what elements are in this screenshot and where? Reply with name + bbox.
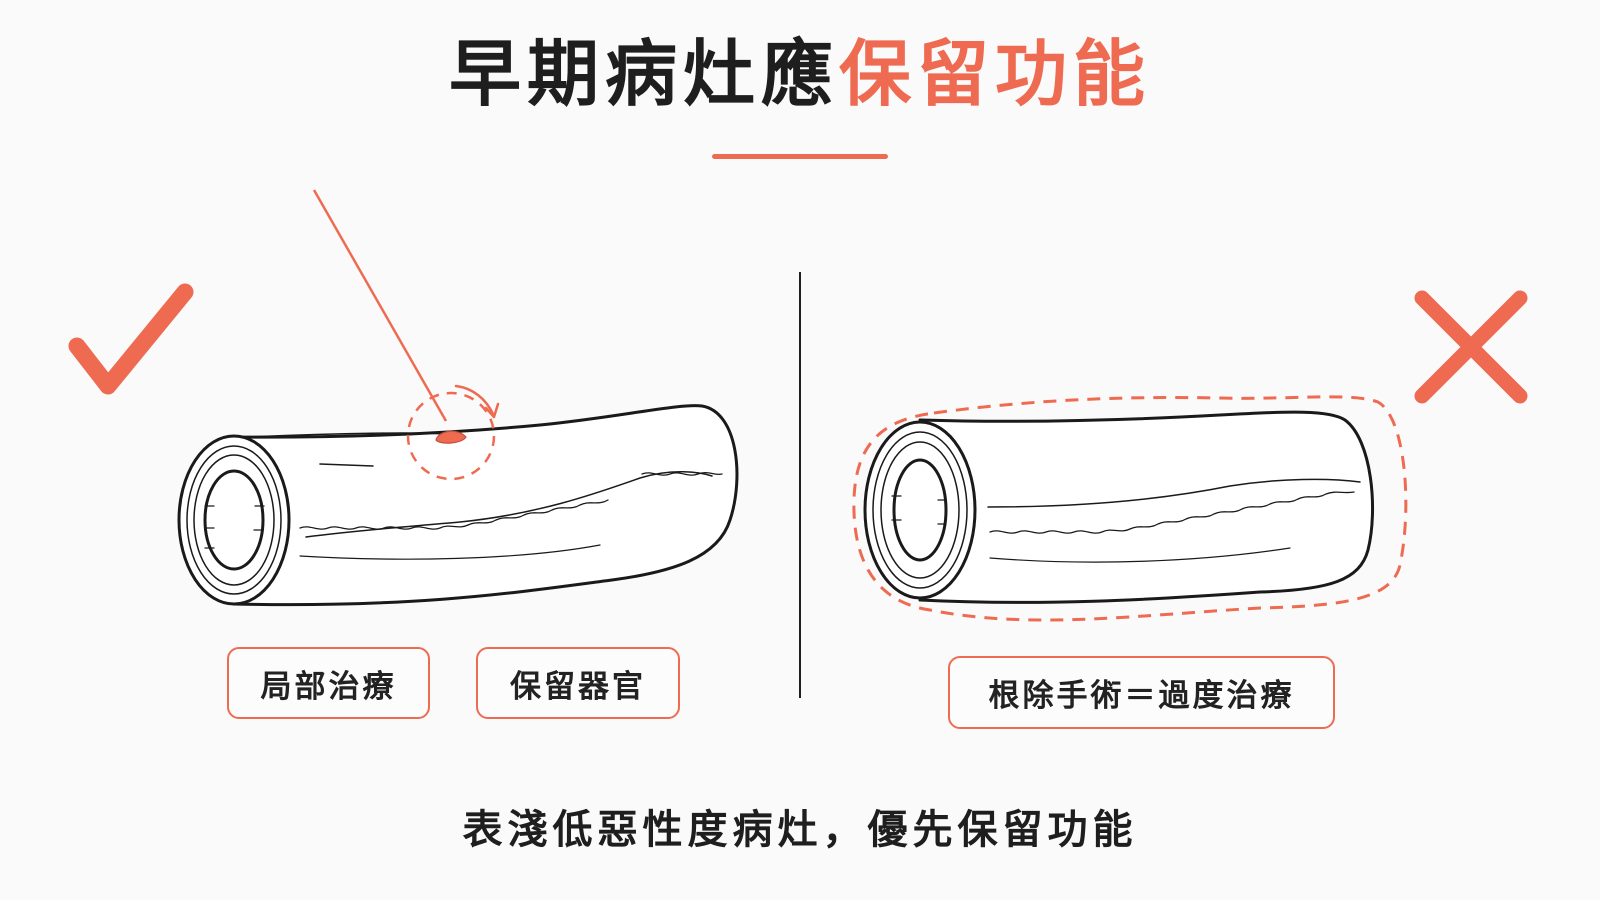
title-highlight: 保留功能	[839, 32, 1152, 116]
lesion-marker	[406, 384, 500, 481]
pointer-line	[312, 189, 448, 422]
title-underline	[712, 154, 888, 159]
left-tube	[177, 404, 739, 607]
page-title: 早期病灶應保留功能	[0, 38, 1600, 110]
footer-caption: 表淺低惡性度病灶，優先保留功能	[462, 807, 1138, 853]
title-main: 早期病灶應	[448, 32, 839, 116]
right-tube	[863, 410, 1375, 604]
cross-mark-icon	[1414, 290, 1528, 404]
resection-outline	[852, 395, 1408, 622]
check-mark-icon	[68, 283, 194, 395]
tag-organ-preservation: 保留器官	[476, 647, 680, 719]
tag-local-treatment: 局部治療	[227, 647, 430, 719]
lesion	[435, 430, 467, 444]
tag-radical-surgery: 根除手術＝過度治療	[948, 656, 1335, 729]
